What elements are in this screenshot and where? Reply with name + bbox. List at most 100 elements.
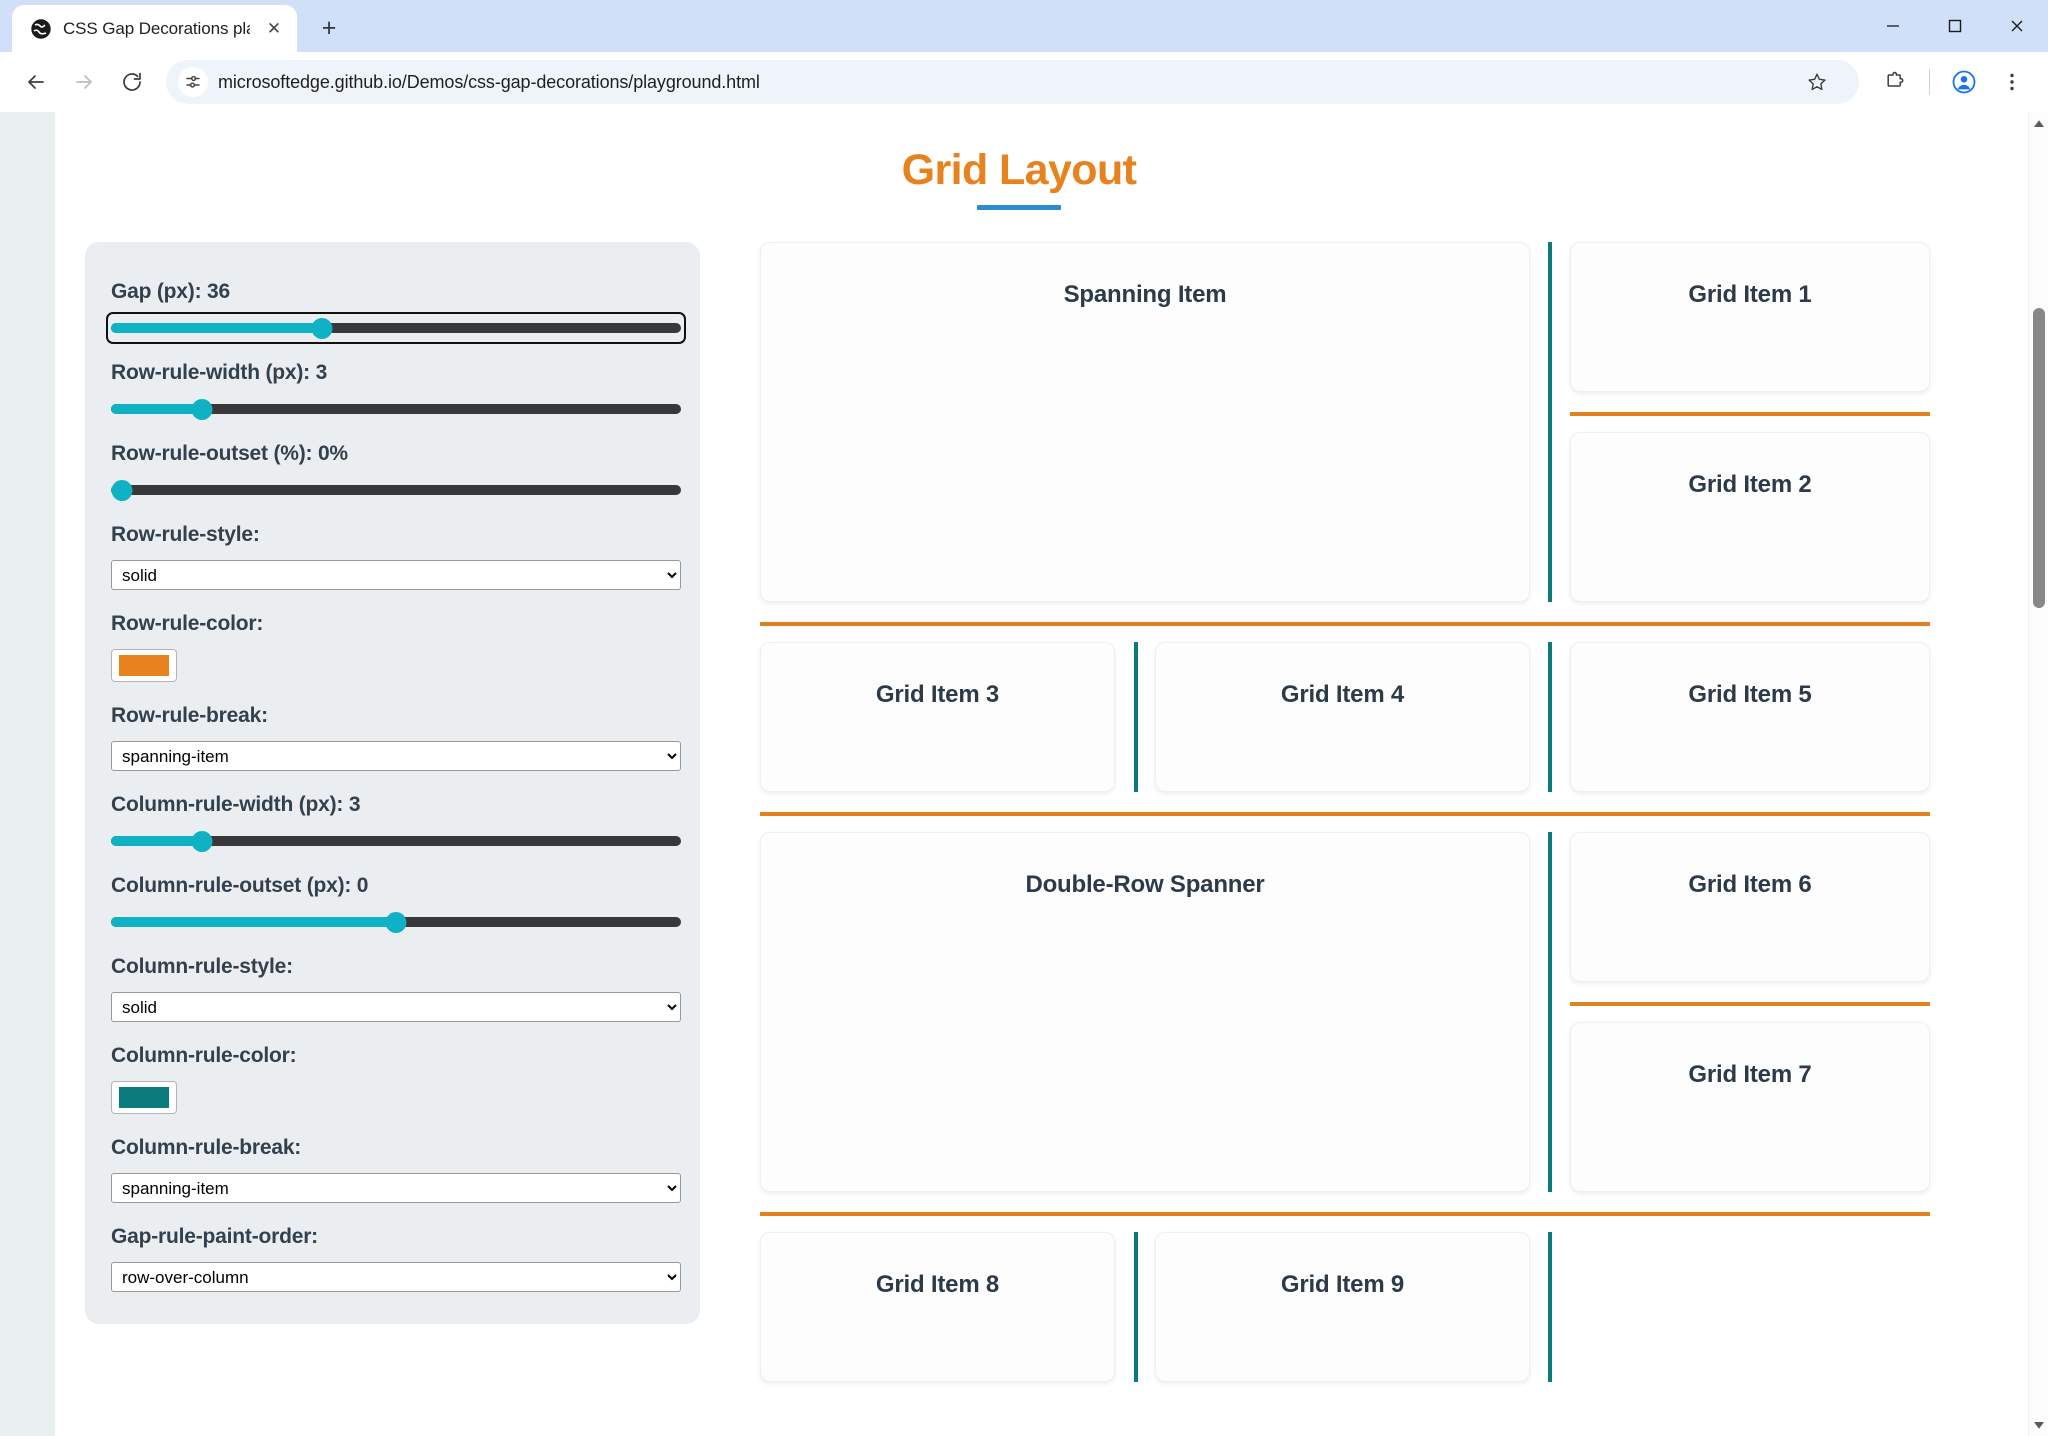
row-rule: [760, 812, 1930, 816]
slider-fill: [111, 836, 203, 846]
slider-thumb[interactable]: [191, 830, 213, 852]
slider-6[interactable]: [111, 830, 681, 852]
row-rule: [760, 1212, 1930, 1216]
row-rule: [1570, 412, 1930, 416]
address-bar[interactable]: microsoftedge.github.io/Demos/css-gap-de…: [166, 60, 1859, 104]
three-dot-menu-icon[interactable]: [1990, 60, 2034, 104]
slider-fill: [111, 404, 203, 414]
grid-item-label: Spanning Item: [1063, 281, 1227, 308]
page-left-margin: [0, 112, 55, 1436]
controls-panel: Gap (px): 36 Row-rule-width (px): 3 Row-ru…: [85, 242, 700, 1324]
slider-track[interactable]: [111, 836, 681, 846]
forward-arrow-icon[interactable]: [62, 60, 106, 104]
control-label: Gap-rule-paint-order:: [111, 1225, 318, 1248]
control-group: Column-rule-break:nonespanning-iteminter…: [111, 1136, 681, 1203]
scroll-up-arrow-icon[interactable]: [2029, 112, 2048, 134]
color-swatch-4[interactable]: [111, 649, 177, 682]
profile-avatar-icon[interactable]: [1942, 60, 1986, 104]
grid-item-label: Grid Item 8: [875, 1271, 1000, 1298]
toolbar-divider: [1929, 69, 1930, 95]
grid-item-label: Double-Row Spanner: [1025, 871, 1265, 898]
select-3[interactable]: nonesoliddasheddotteddoublegrooveridgein…: [111, 560, 681, 590]
grid-item: Grid Item 3: [760, 642, 1115, 792]
column-rule: [1134, 1232, 1138, 1382]
slider-thumb[interactable]: [385, 911, 407, 933]
select-10[interactable]: nonespanning-itemintersection: [111, 1173, 681, 1203]
control-label: Column-rule-outset (px): 0: [111, 874, 369, 897]
control-label: Gap (px): 36: [111, 280, 230, 303]
control-label: Column-rule-color:: [111, 1044, 297, 1067]
column-rule: [1548, 832, 1552, 1192]
control-label: Column-rule-style:: [111, 955, 293, 978]
grid-item-label: Grid Item 9: [1280, 1271, 1405, 1298]
column-rule: [1134, 642, 1138, 792]
slider-1[interactable]: [111, 398, 681, 420]
web-page: Grid Layout Gap (px): 36 Row-rule-width (…: [0, 112, 2028, 1436]
minimize-icon[interactable]: [1862, 0, 1924, 52]
color-swatch-9[interactable]: [111, 1081, 177, 1114]
slider-track[interactable]: [111, 323, 681, 333]
new-tab-button[interactable]: +: [321, 13, 337, 42]
select-8[interactable]: nonesoliddasheddotteddoublegrooveridgein…: [111, 992, 681, 1022]
reload-icon[interactable]: [110, 60, 154, 104]
control-group: Gap-rule-paint-order: row-over-columncolu…: [111, 1225, 681, 1292]
control-group: Row-rule-break: nonespanning-itemintersec…: [111, 704, 681, 771]
control-label: Row-rule-outset (%): 0%: [111, 442, 348, 465]
control-group: Row-rule-outset (%): 0%: [111, 442, 681, 501]
tab-strip: CSS Gap Decorations playground ✕ +: [0, 0, 2048, 52]
select-11[interactable]: row-over-columncolumn-over-row: [111, 1262, 681, 1292]
slider-2[interactable]: [111, 479, 681, 501]
slider-track[interactable]: [111, 485, 681, 495]
select-5[interactable]: nonespanning-itemintersection: [111, 741, 681, 771]
grid-item: Grid Item 8: [760, 1232, 1115, 1382]
browser-tab[interactable]: CSS Gap Decorations playground ✕: [12, 5, 297, 52]
control-label: Row-rule-color:: [111, 612, 264, 635]
grid-item-label: Grid Item 2: [1688, 471, 1812, 498]
grid-item-label: Grid Item 1: [1688, 281, 1812, 308]
slider-thumb[interactable]: [111, 479, 133, 501]
site-settings-icon[interactable]: [178, 67, 208, 97]
scrollbar-thumb[interactable]: [2033, 308, 2045, 608]
slider-track[interactable]: [111, 404, 681, 414]
control-label: Row-rule-style:: [111, 523, 260, 546]
grid-item: Grid Item 9: [1155, 1232, 1530, 1382]
page-title: Grid Layout: [901, 146, 1137, 194]
control-label: Column-rule-width (px): 3: [111, 793, 361, 816]
page-viewport: Grid Layout Gap (px): 36 Row-rule-width (…: [0, 112, 2048, 1436]
color-fill: [119, 1087, 169, 1108]
row-rule: [760, 622, 1930, 626]
control-group: Row-rule-color:: [111, 612, 676, 682]
grid-demo: Spanning Item Grid Item 1 Grid Item 2 Grid …: [760, 242, 1983, 1382]
grid-item: Double-Row Spanner: [760, 832, 1530, 1192]
close-window-icon[interactable]: [1986, 0, 2048, 52]
grid-item: Grid Item 4: [1155, 642, 1530, 792]
control-label: Row-rule-break:: [111, 704, 268, 727]
grid-item: Grid Item 7: [1570, 1022, 1930, 1192]
page-scrollbar[interactable]: [2028, 112, 2048, 1436]
back-arrow-icon[interactable]: [14, 60, 58, 104]
control-group: Column-rule-outset (px): 0: [111, 874, 681, 933]
column-rule: [1548, 1232, 1552, 1382]
grid-item-label: Grid Item 6: [1688, 871, 1812, 898]
star-icon[interactable]: [1787, 62, 1847, 102]
control-group: Row-rule-style: nonesoliddasheddotteddoub…: [111, 523, 681, 590]
slider-7[interactable]: [111, 911, 681, 933]
maximize-icon[interactable]: [1924, 0, 1986, 52]
grid-item-label: Grid Item 5: [1688, 681, 1812, 708]
column-rule: [1548, 242, 1552, 602]
slider-0[interactable]: [106, 312, 686, 344]
control-label: Row-rule-width (px): 3: [111, 361, 328, 384]
slider-thumb[interactable]: [311, 317, 333, 339]
grid-item: Spanning Item: [760, 242, 1530, 602]
grid-item-label: Grid Item 3: [875, 681, 1000, 708]
slider-thumb[interactable]: [191, 398, 213, 420]
scroll-down-arrow-icon[interactable]: [2029, 1414, 2048, 1436]
color-fill: [119, 655, 169, 676]
control-group: Column-rule-color:: [111, 1044, 676, 1114]
url-text[interactable]: microsoftedge.github.io/Demos/css-gap-de…: [218, 71, 760, 92]
control-group: Column-rule-style: nonesoliddasheddottedd…: [111, 955, 681, 1022]
grid-item: Grid Item 2: [1570, 432, 1930, 602]
close-icon[interactable]: ✕: [266, 18, 282, 38]
extensions-puzzle-icon[interactable]: [1873, 60, 1917, 104]
tab-title: CSS Gap Decorations playground: [63, 18, 250, 38]
